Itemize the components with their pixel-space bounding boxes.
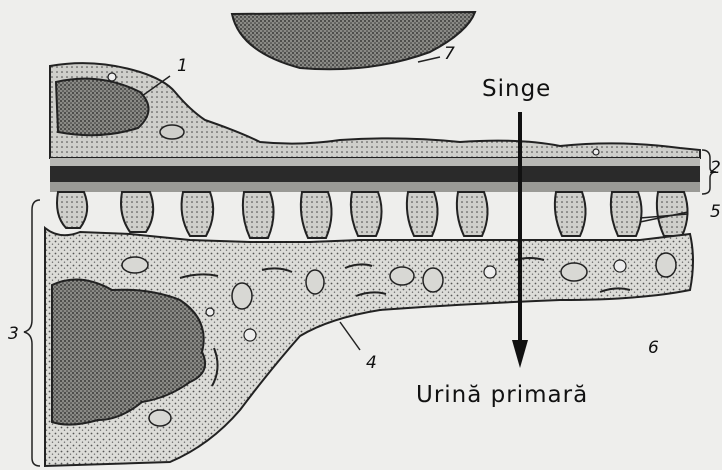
label-2-basement-membrane: 2 xyxy=(710,160,721,177)
endothelial-vesicle xyxy=(108,73,116,81)
label-7-red-blood-cell: 7 xyxy=(444,46,455,63)
label-3-podocyte: 3 xyxy=(8,326,19,343)
basement-membrane-lamina-densa xyxy=(50,166,700,182)
basement-membrane-lamina-rara-interna xyxy=(50,158,700,166)
endothelial-mitochondrion xyxy=(160,125,184,139)
label-1-endothelial-cell: 1 xyxy=(177,58,188,75)
label-6-urinary-space: 6 xyxy=(648,340,659,357)
red-blood-cell xyxy=(232,12,475,69)
podocyte-foot-processes xyxy=(57,192,688,238)
basement-membrane-lamina-rara-externa xyxy=(50,182,700,192)
endothelial-vesicle xyxy=(593,149,599,155)
label-4-cytoplasm: 4 xyxy=(366,355,377,372)
label-5-foot-processes: 5 xyxy=(710,204,721,221)
blood-label: Singe xyxy=(482,78,551,101)
primary-urine-label: Urină primară xyxy=(416,384,588,407)
